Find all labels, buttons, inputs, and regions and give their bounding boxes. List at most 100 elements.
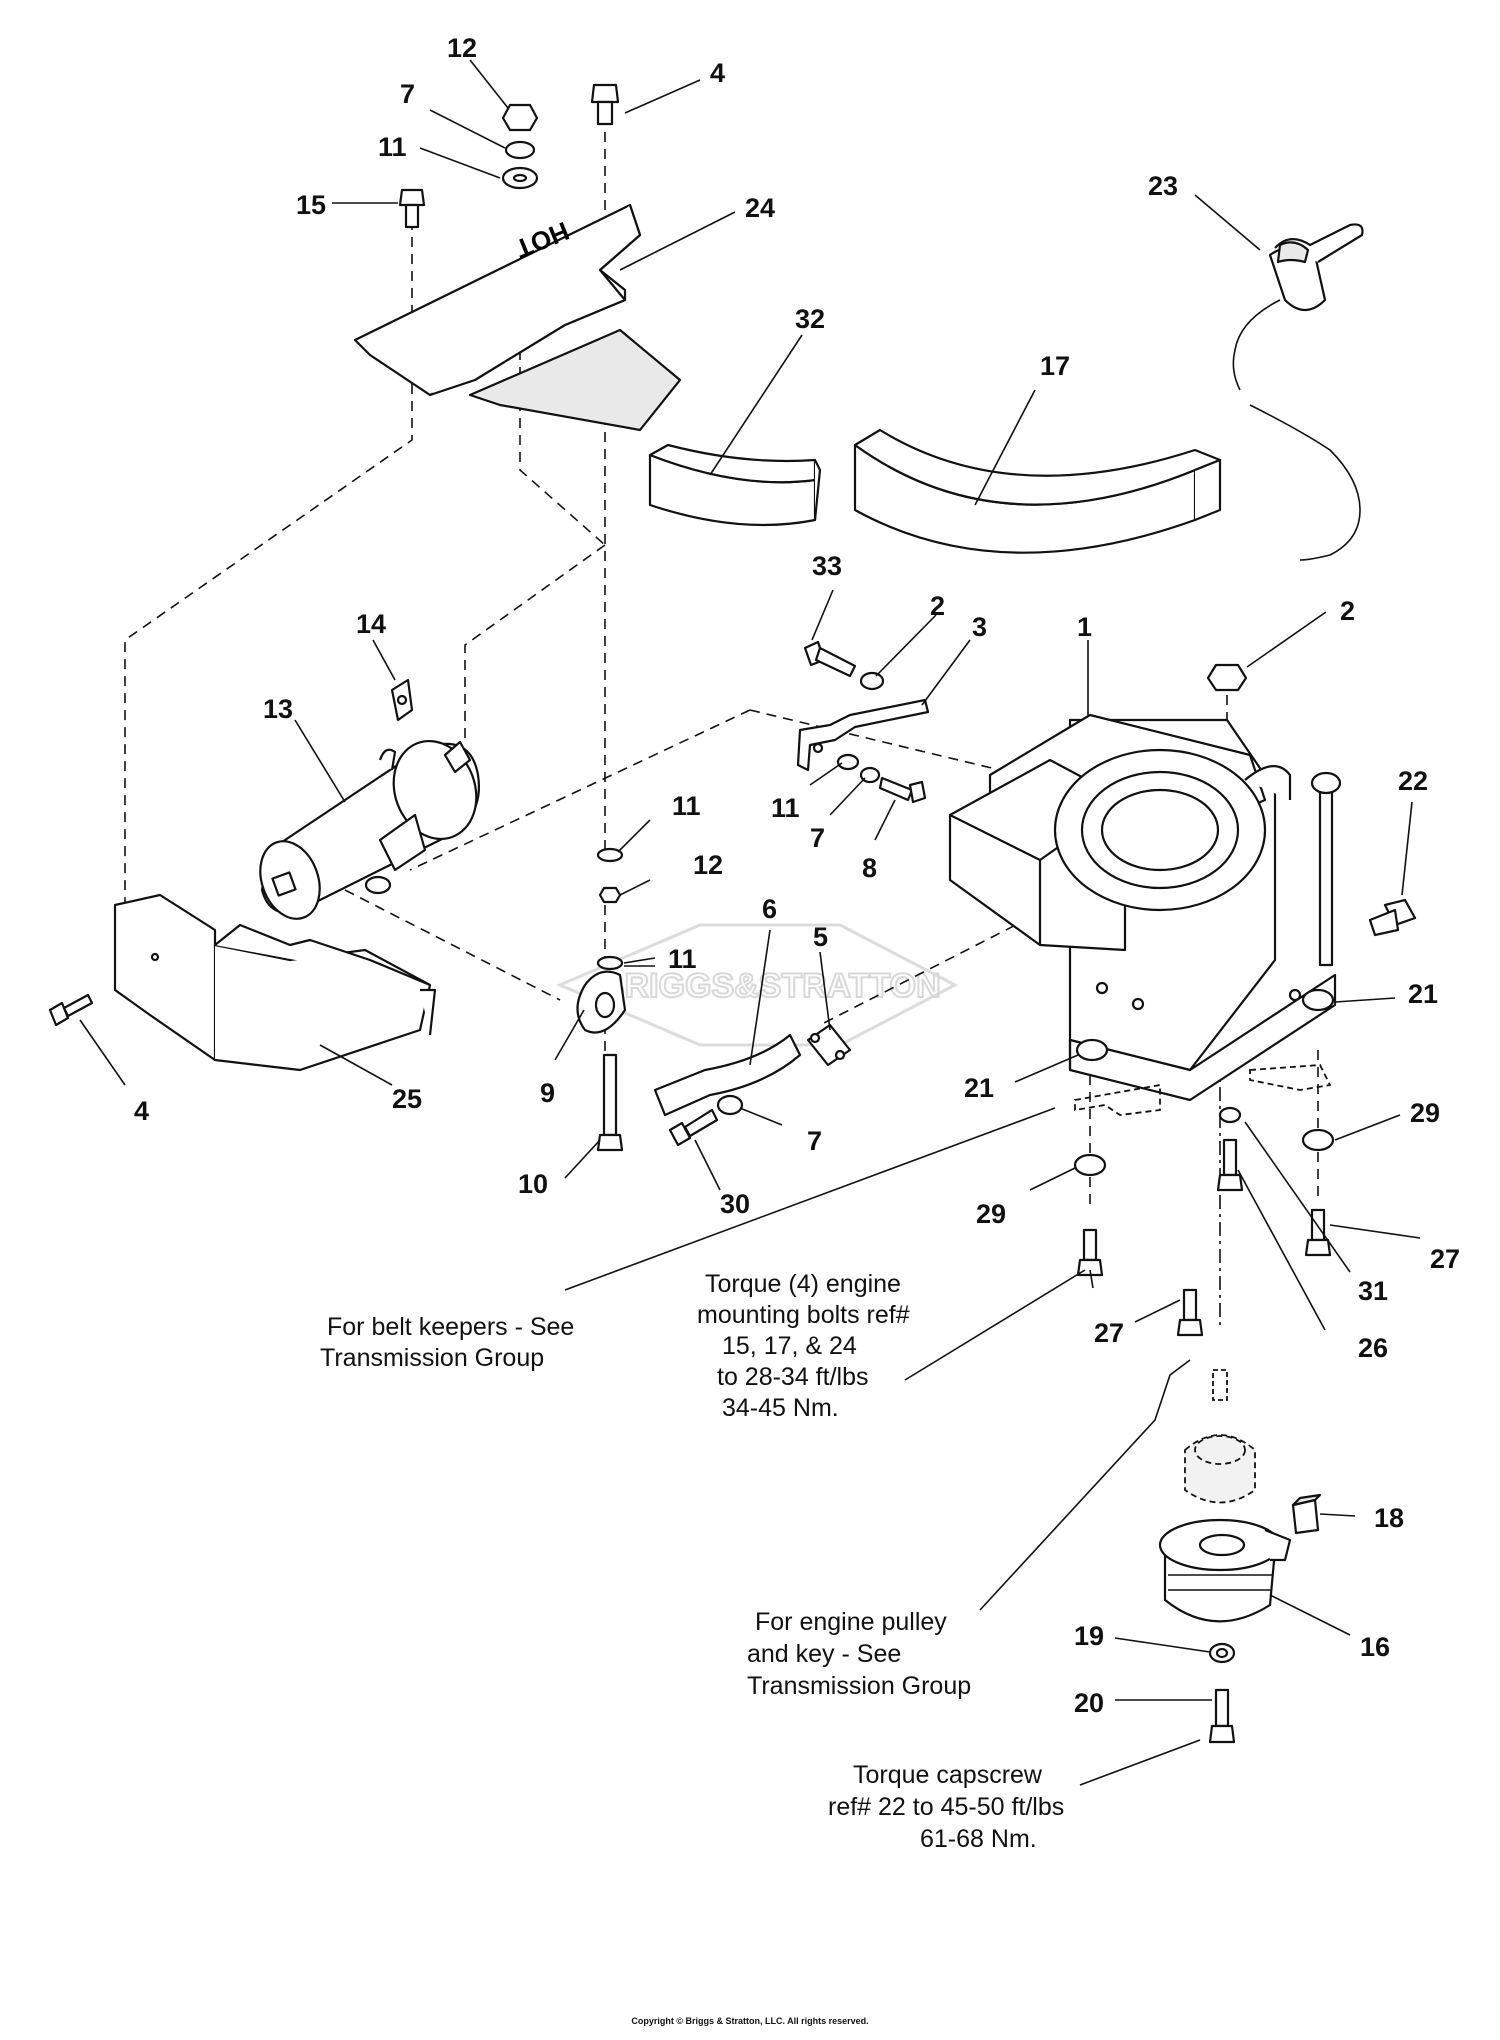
washer-7-top <box>504 140 536 160</box>
svg-text:Torque capscrew: Torque capscrew <box>853 1761 1043 1789</box>
washer-29-right <box>1301 1128 1335 1152</box>
heat-shield-24: HOT <box>353 203 682 432</box>
bolt-10 <box>596 1053 624 1152</box>
leader-lines <box>79 59 1421 1786</box>
callout-4-left: 4 <box>134 1096 149 1126</box>
bolt-27-mid <box>1176 1288 1204 1337</box>
watermark-text: BRIGGS&STRATTON <box>600 967 941 1005</box>
callout-15: 15 <box>296 190 326 220</box>
bolt-4-left <box>48 993 94 1027</box>
callout-14: 14 <box>356 609 386 639</box>
svg-text:ref# 22 to 45-50 ft/lbs: ref# 22 to 45-50 ft/lbs <box>828 1793 1064 1821</box>
muffler-guard-25 <box>113 893 437 1072</box>
washer-11-low <box>596 955 624 971</box>
svg-text:For belt keepers - See: For belt keepers - See <box>327 1313 574 1341</box>
muffler-13 <box>259 739 480 920</box>
svg-text:34-45 Nm.: 34-45 Nm. <box>722 1394 839 1422</box>
insulation-32 <box>648 443 822 527</box>
clip-14 <box>390 678 414 722</box>
copyright-footer: Copyright © Briggs & Stratton, LLC. All … <box>631 2016 869 2026</box>
nut-2-top <box>1206 663 1248 692</box>
callout-12-top: 12 <box>447 33 477 63</box>
key-dashed <box>1212 1369 1228 1401</box>
washer-29-left <box>1073 1153 1107 1177</box>
washer-19 <box>1208 1642 1236 1664</box>
washer-2-left <box>859 671 885 691</box>
callout-7-bracket: 7 <box>810 823 825 853</box>
svg-text:Transmission Group: Transmission Group <box>320 1344 544 1372</box>
callout-10: 10 <box>518 1169 548 1199</box>
callout-11-top: 11 <box>378 132 407 162</box>
washer-11-right <box>836 753 860 771</box>
callout-25: 25 <box>392 1084 422 1114</box>
svg-text:Transmission Group: Transmission Group <box>747 1672 971 1700</box>
callout-31: 31 <box>1358 1276 1388 1306</box>
watermark-logo: BRIGGS&STRATTON <box>556 923 959 1047</box>
bolt-27-right <box>1304 1208 1332 1257</box>
callout-20: 20 <box>1074 1688 1104 1718</box>
callout-29-right: 29 <box>1410 1098 1440 1128</box>
callout-26: 26 <box>1358 1333 1388 1363</box>
callout-18: 18 <box>1374 1503 1404 1533</box>
callout-2-right: 2 <box>1340 596 1355 626</box>
svg-text:Torque (4) engine: Torque (4) engine <box>705 1270 901 1298</box>
washer-21-right <box>1301 988 1335 1012</box>
callout-21-right: 21 <box>1408 979 1438 1009</box>
svg-text:and key - See: and key - See <box>747 1640 901 1668</box>
callout-8: 8 <box>862 853 877 883</box>
callout-24: 24 <box>745 193 775 223</box>
callout-7-top: 7 <box>400 79 415 109</box>
callout-21-left: 21 <box>964 1073 994 1103</box>
bolt-27-left <box>1076 1228 1104 1277</box>
callout-9: 9 <box>540 1078 555 1108</box>
throttle-control-23 <box>1232 223 1364 561</box>
callout-11-mid: 11 <box>672 791 701 821</box>
bolt-26 <box>1216 1138 1244 1192</box>
washer-31 <box>1218 1106 1242 1124</box>
svg-text:mounting bolts ref#: mounting bolts ref# <box>697 1301 910 1329</box>
callout-22: 22 <box>1398 766 1428 796</box>
gasket-5 <box>806 1023 852 1067</box>
callout-12-mid: 12 <box>693 850 723 880</box>
callout-16: 16 <box>1360 1632 1390 1662</box>
exhaust-pipe-6 <box>653 1033 802 1117</box>
callout-33: 33 <box>812 551 842 581</box>
callout-4-top: 4 <box>710 58 725 88</box>
callout-32: 32 <box>795 304 825 334</box>
callout-numbers: 12 7 11 15 4 24 32 17 23 14 13 33 2 3 1 … <box>134 33 1460 1718</box>
callout-7-low: 7 <box>807 1126 822 1156</box>
callout-2-left: 2 <box>930 591 945 621</box>
svg-text:For engine pulley: For engine pulley <box>755 1608 947 1636</box>
note-engine-pulley: For engine pulley and key - See Transmis… <box>747 1608 971 1700</box>
bolt-33 <box>803 640 857 678</box>
svg-text:15, 17, & 24: 15, 17, & 24 <box>722 1332 857 1360</box>
callout-6: 6 <box>762 894 777 924</box>
note-belt-keepers: For belt keepers - See Transmission Grou… <box>320 1313 574 1372</box>
callout-27-mid: 27 <box>1094 1318 1124 1348</box>
bolt-15 <box>398 188 426 229</box>
note-torque-capscrew: Torque capscrew ref# 22 to 45-50 ft/lbs … <box>828 1761 1064 1853</box>
bolt-30 <box>668 1108 719 1147</box>
svg-text:to 28-34 ft/lbs: to 28-34 ft/lbs <box>717 1363 868 1391</box>
fitting-22 <box>1368 898 1417 937</box>
engine-1 <box>948 713 1342 1102</box>
bolt-8 <box>878 776 927 804</box>
capscrew-20 <box>1208 1688 1236 1744</box>
nut-12-top <box>501 103 539 132</box>
callout-13: 13 <box>263 694 293 724</box>
callout-11-low: 11 <box>668 944 697 974</box>
bolt-4-top <box>590 83 620 126</box>
callout-30: 30 <box>720 1189 750 1219</box>
washer-7-low <box>716 1094 744 1116</box>
bracket-3 <box>796 698 930 772</box>
callout-29-left: 29 <box>976 1199 1006 1229</box>
callout-3: 3 <box>972 612 987 642</box>
connector-18 <box>1291 1493 1322 1535</box>
callout-11-bracket: 11 <box>771 793 800 823</box>
washer-11-mid <box>596 847 624 863</box>
engine-pulley-dashed <box>1184 1434 1256 1504</box>
belt-keeper-left <box>1074 1083 1161 1116</box>
clutch-16 <box>1158 1518 1292 1623</box>
washer-11-top <box>501 166 539 190</box>
